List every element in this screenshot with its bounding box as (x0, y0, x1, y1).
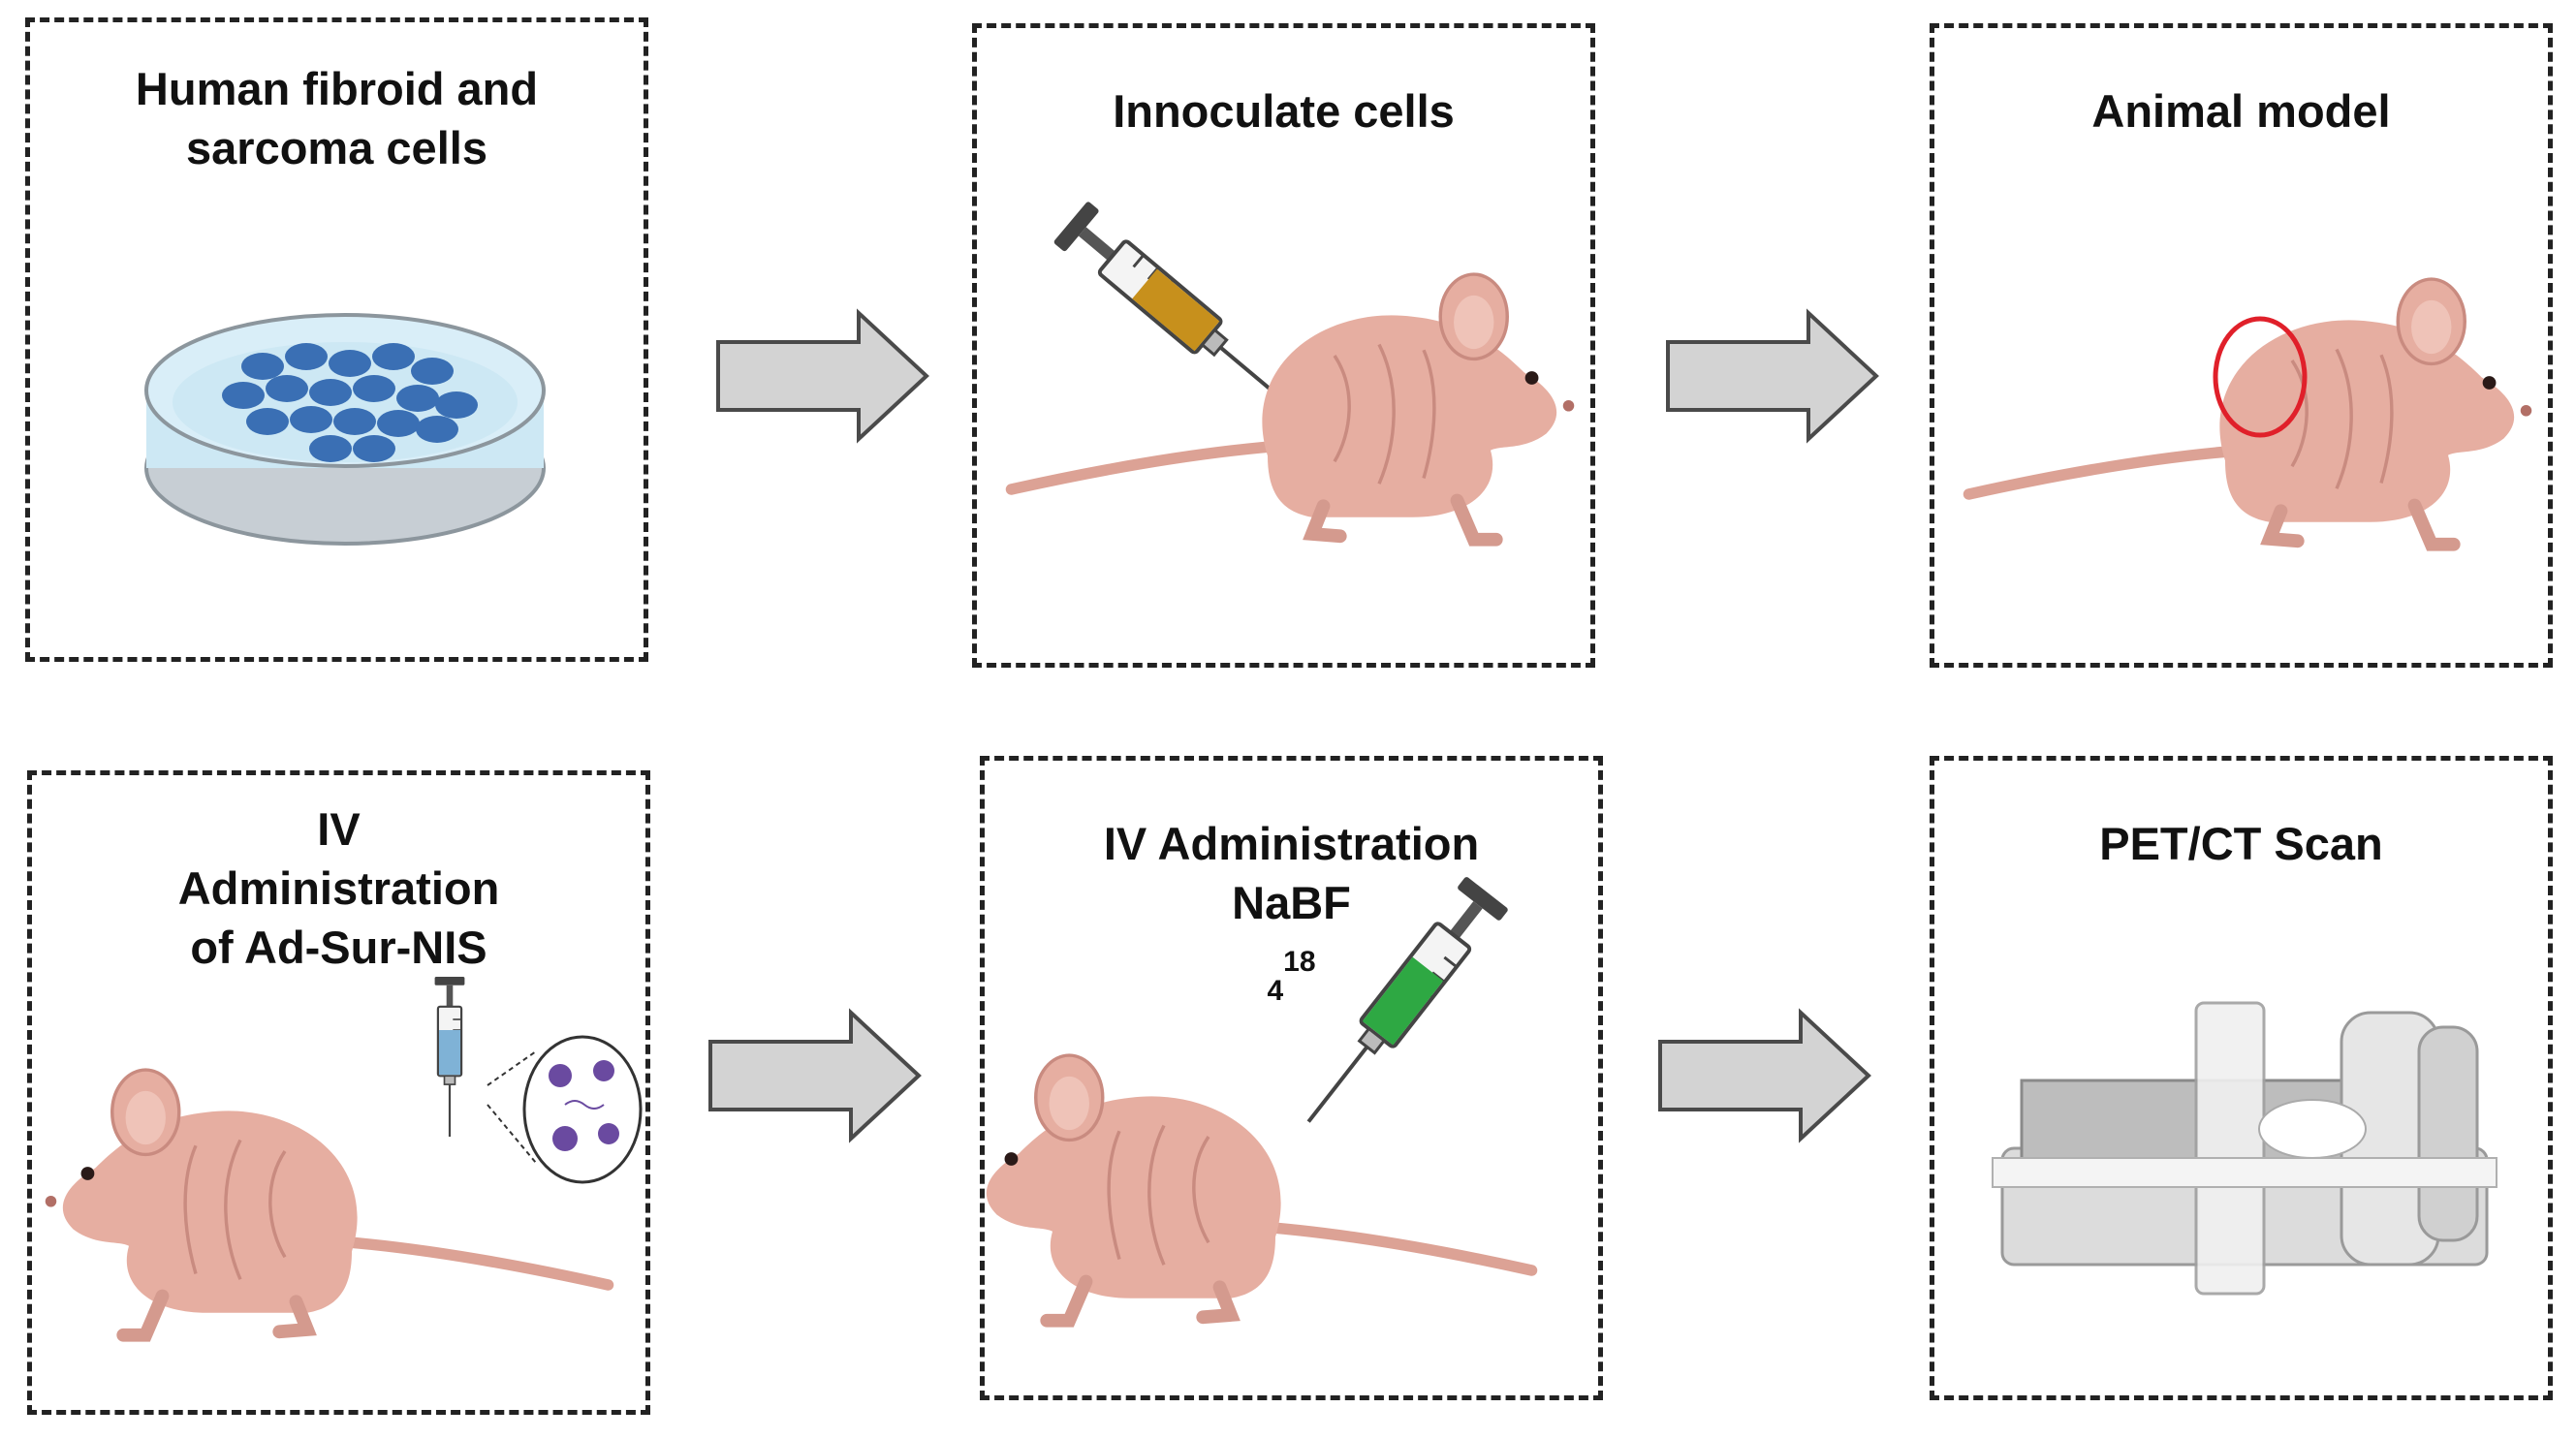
syringe-icon (433, 975, 466, 1139)
red-circle-marker (2213, 316, 2308, 438)
panel-inoculate: Innoculate cells (972, 23, 1595, 668)
title-line: PET/CT Scan (2099, 818, 2383, 869)
title-line-formula: NaBF 418 (985, 873, 1598, 1020)
pet-ct-scanner-icon (1992, 1001, 2497, 1296)
petri-dish-icon (144, 313, 546, 546)
panel-cells: Human fibroid and sarcoma cells (25, 17, 648, 662)
title-line: Animal model (2091, 85, 2391, 137)
formula-base: NaBF (1232, 877, 1351, 928)
panel-iv-ad: IV Administration of Ad-Sur-NIS (27, 770, 650, 1415)
right-arrow-icon (1666, 308, 1879, 444)
syringe-icon (1285, 873, 1511, 1141)
virus-particle-icon (522, 1035, 643, 1184)
title-line: sarcoma cells (186, 122, 487, 173)
panel-animal: Animal model (1930, 23, 2553, 668)
right-arrow-icon (708, 1008, 922, 1143)
panel-iv-nabf: IV Administration NaBF 418 (980, 756, 1603, 1400)
panel-title: Animal model (1934, 81, 2548, 141)
syringe-icon (1051, 199, 1313, 431)
title-line: Administration (177, 862, 500, 914)
panel-title: PET/CT Scan (1934, 814, 2548, 873)
title-line: IV Administration (1103, 818, 1480, 869)
panel-title: IV Administration of Ad-Sur-NIS (32, 799, 645, 977)
formula-superscript: 18 (1283, 946, 1316, 978)
panel-title: Human fibroid and sarcoma cells (30, 59, 644, 177)
mouse-icon (1012, 274, 1575, 540)
title-line: Innoculate cells (1113, 85, 1455, 137)
panel-title: Innoculate cells (977, 81, 1590, 141)
title-line: Human fibroid and (135, 63, 539, 114)
right-arrow-icon (1658, 1008, 1871, 1143)
panel-pet: PET/CT Scan (1930, 756, 2553, 1400)
title-line: of Ad-Sur-NIS (190, 922, 487, 973)
formula-subscript: 4 (1267, 975, 1284, 1007)
panel-title: IV Administration NaBF 418 (985, 814, 1598, 1020)
mouse-icon (985, 1055, 1532, 1321)
right-arrow-icon (716, 308, 929, 444)
title-line: IV (317, 803, 361, 855)
